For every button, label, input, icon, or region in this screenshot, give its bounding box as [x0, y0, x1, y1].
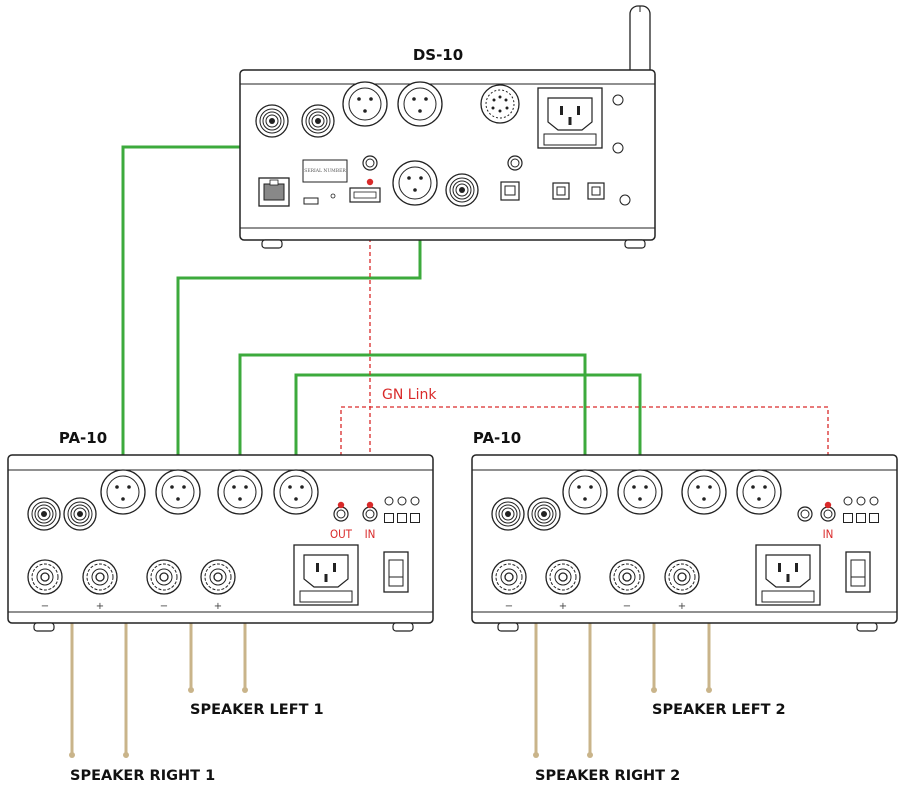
- pa10-left-xlr-in-2[interactable]: [155, 469, 201, 515]
- pa10-left-gn-out-jack[interactable]: [333, 506, 349, 522]
- pa10-right-gn-in-jack[interactable]: [820, 506, 836, 522]
- ds10-iec-power-socket[interactable]: [537, 87, 603, 149]
- speaker-left-1-label: SPEAKER LEFT 1: [190, 702, 324, 718]
- pa10-left-in-label: IN: [365, 527, 376, 541]
- pa10-left-post-right-minus[interactable]: [27, 559, 63, 595]
- pa10-right-label: PA-10: [473, 429, 521, 447]
- ds10-bnc-2[interactable]: [301, 104, 335, 138]
- ds10-bnc-1[interactable]: [255, 104, 289, 138]
- pa10-left-status-leds: [384, 496, 420, 523]
- pa10-right-power-switch[interactable]: [845, 551, 871, 593]
- pa10-left-bnc-1[interactable]: [27, 497, 61, 531]
- ds10-unit: DS-10: [239, 5, 656, 249]
- gn-link-label: GN Link: [382, 387, 437, 403]
- ds10-xlr-out-1[interactable]: [342, 81, 388, 127]
- xlr-cable-pa10-left-out2-to-pa10-right-in2: [294, 373, 642, 470]
- ds10-optical-port-1[interactable]: [552, 182, 570, 200]
- pa10-right-xlr-out-1[interactable]: [681, 469, 727, 515]
- pa10-right-xlr-in-1[interactable]: [562, 469, 608, 515]
- ds10-label: DS-10: [413, 46, 463, 64]
- pa10-left-label: PA-10: [59, 429, 107, 447]
- pa10-left-power-switch[interactable]: [383, 551, 409, 593]
- pa10-right-bnc-2[interactable]: [527, 497, 561, 531]
- pa10-left-xlr-out-1[interactable]: [217, 469, 263, 515]
- pa10-right-bnc-1[interactable]: [491, 497, 525, 531]
- polarity-plus: +: [96, 601, 104, 612]
- speaker-wire-ends: [69, 687, 712, 758]
- ds10-optical-port-2[interactable]: [587, 182, 605, 200]
- svg-text:SERIAL NUMBER: SERIAL NUMBER: [304, 168, 346, 174]
- pa10-right-gn-out-jack[interactable]: [797, 506, 813, 522]
- xlr-cable-pa10-left-out1-to-pa10-right-in1: [238, 353, 587, 470]
- ds10-minijack-2[interactable]: [507, 155, 523, 171]
- ds10-xlr-out-2[interactable]: [397, 81, 443, 127]
- ds10-ethernet-port[interactable]: [258, 177, 290, 207]
- ds10-serial-plate: SERIAL NUMBER: [302, 159, 348, 183]
- pa10-right-in-label: IN: [823, 527, 834, 541]
- speaker-right-1-label: SPEAKER RIGHT 1: [70, 768, 215, 784]
- pa10-right-post-left-plus[interactable]: [664, 559, 700, 595]
- ds10-usb-b-port[interactable]: [500, 181, 520, 201]
- speaker-left-2-label: SPEAKER LEFT 2: [652, 702, 786, 718]
- pa10-left-xlr-out-2[interactable]: [273, 469, 319, 515]
- pa10-left-xlr-in-1[interactable]: [100, 469, 146, 515]
- ds10-minijack[interactable]: [362, 155, 378, 171]
- pa10-left-bnc-2[interactable]: [63, 497, 97, 531]
- ds10-bnc-3[interactable]: [445, 173, 479, 207]
- pa10-left-unit: PA-10 OUT IN − + − +: [7, 429, 434, 632]
- pa10-left-post-left-minus[interactable]: [146, 559, 182, 595]
- polarity-minus: −: [505, 601, 513, 612]
- pa10-right-iec-power-socket[interactable]: [755, 544, 821, 606]
- pa10-right-xlr-in-2[interactable]: [617, 469, 663, 515]
- pa10-right-status-leds: [843, 496, 879, 523]
- speaker-right-2-label: SPEAKER RIGHT 2: [535, 768, 680, 784]
- ds10-din-socket[interactable]: [480, 84, 520, 124]
- polarity-minus: −: [623, 601, 631, 612]
- pa10-right-post-left-minus[interactable]: [609, 559, 645, 595]
- polarity-plus: +: [678, 601, 686, 612]
- pa10-left-post-left-plus[interactable]: [200, 559, 236, 595]
- pa10-right-unit: PA-10 IN − + − +: [471, 429, 898, 632]
- polarity-plus: +: [559, 601, 567, 612]
- pa10-left-gn-in-jack[interactable]: [362, 506, 378, 522]
- ds10-mini-usb-port[interactable]: [303, 197, 319, 205]
- pa10-left-iec-power-socket[interactable]: [293, 544, 359, 606]
- ds10-gn-link-port[interactable]: [349, 187, 381, 203]
- pa10-right-post-right-plus[interactable]: [545, 559, 581, 595]
- polarity-plus: +: [214, 601, 222, 612]
- pa10-left-out-label: OUT: [330, 527, 353, 541]
- polarity-minus: −: [41, 601, 49, 612]
- polarity-minus: −: [160, 601, 168, 612]
- pa10-right-xlr-out-2[interactable]: [736, 469, 782, 515]
- speaker-wires: [70, 608, 711, 755]
- pa10-right-post-right-minus[interactable]: [491, 559, 527, 595]
- ds10-xlr-in[interactable]: [392, 160, 438, 206]
- pa10-left-post-right-plus[interactable]: [82, 559, 118, 595]
